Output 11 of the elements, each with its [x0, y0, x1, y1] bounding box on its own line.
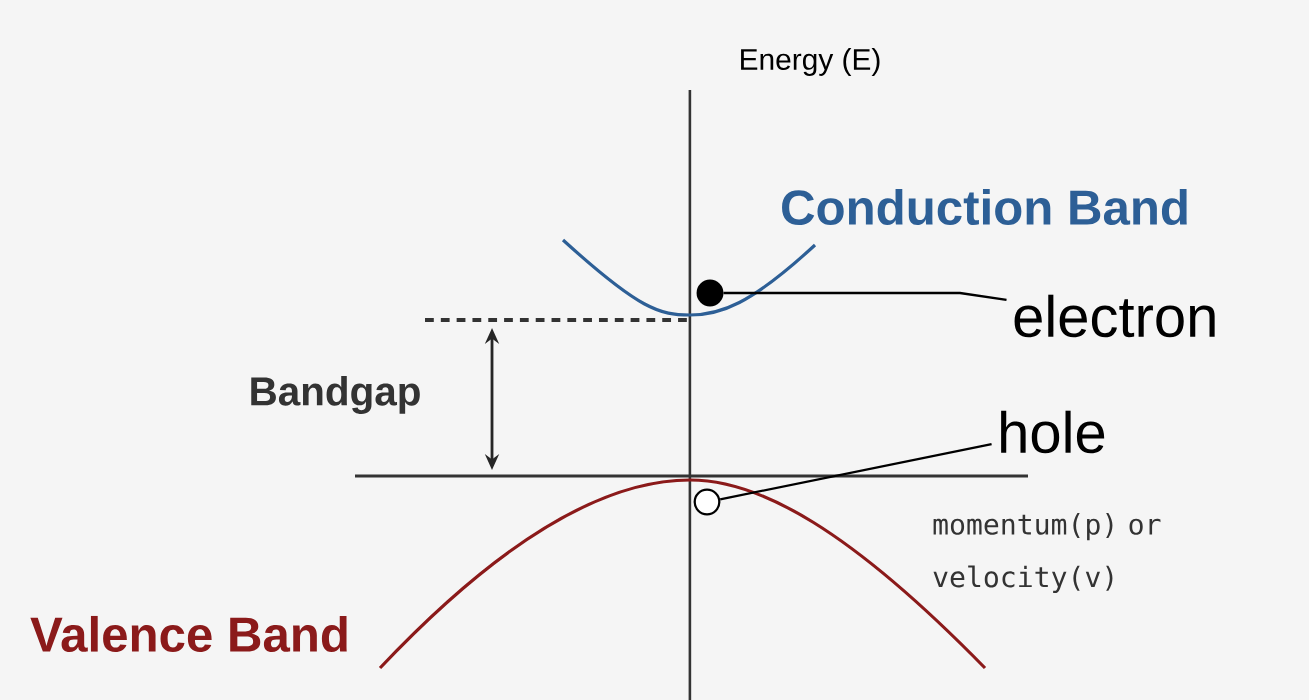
particle-dot	[693, 488, 721, 516]
leader-line	[723, 291, 1007, 302]
band-label: Conduction Band	[782, 188, 1187, 226]
axis-label: momentum(p) or velocity(v)	[933, 513, 1161, 593]
label-text: hole	[1001, 410, 1105, 454]
bandgap-label: Bandgap	[251, 376, 420, 414]
particle-dot	[696, 279, 724, 307]
axis-label: Energy (E)	[741, 48, 880, 76]
leader-line	[719, 443, 992, 501]
label-text: electron	[1014, 294, 1215, 338]
band-label: Valence Band	[30, 615, 347, 653]
